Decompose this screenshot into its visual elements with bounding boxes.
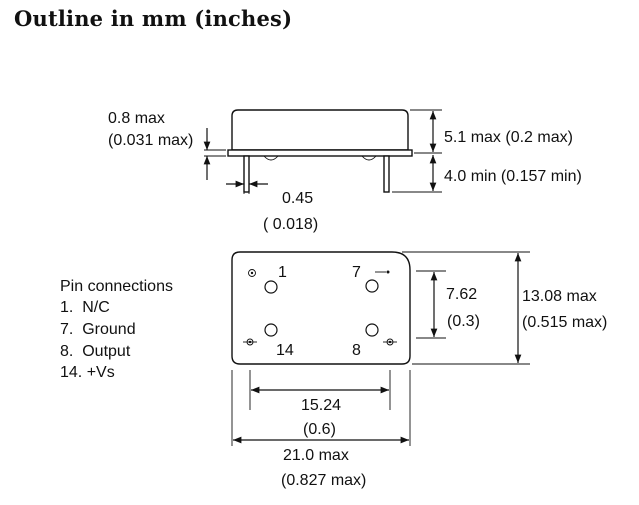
top-view: 1 7 14 8 7.62 (0.3) 13.08 max (0.515 max… bbox=[231, 251, 607, 489]
dim-pin-width-mm: 0.45 bbox=[282, 190, 313, 207]
dim-width-in: (0.827 max) bbox=[281, 472, 366, 489]
dim-base-height-mm: 0.8 max bbox=[108, 110, 165, 127]
top-view-body bbox=[231, 251, 411, 365]
dim-pitch-h-mm: 15.24 bbox=[301, 397, 341, 414]
pin-label-1: 1 bbox=[278, 264, 287, 281]
pin-hole bbox=[365, 279, 379, 293]
dim-height-in: (0.515 max) bbox=[522, 314, 607, 331]
dim-height-mm: 13.08 max bbox=[522, 288, 597, 305]
diagram-title: Outline in mm (inches) bbox=[14, 6, 293, 31]
dim-pitch-v-mm: 7.62 bbox=[446, 286, 477, 303]
pin-connection-item: 8. Output bbox=[60, 343, 131, 360]
side-view: 0.8 max (0.031 max) 0.45 ( 0.018) 5.1 ma… bbox=[108, 109, 582, 233]
pin-hole bbox=[264, 280, 278, 294]
pin-connection-item: 1. N/C bbox=[60, 299, 110, 316]
pin-label-8: 8 bbox=[352, 342, 361, 359]
side-view-pin-right bbox=[383, 155, 390, 193]
dim-body-height: 5.1 max (0.2 max) bbox=[444, 129, 573, 146]
side-view-standoff bbox=[263, 155, 279, 161]
side-view-base bbox=[227, 149, 413, 157]
dim-width-mm: 21.0 max bbox=[283, 447, 349, 464]
pin-hole bbox=[365, 323, 379, 337]
pin-hole bbox=[264, 323, 278, 337]
dim-base-height-in: (0.031 max) bbox=[108, 132, 193, 149]
side-view-standoff bbox=[361, 155, 377, 161]
pin-connections-heading: Pin connections bbox=[60, 278, 173, 295]
pin-label-14: 14 bbox=[276, 342, 294, 359]
pin-label-7: 7 bbox=[352, 264, 361, 281]
side-view-body bbox=[231, 109, 409, 151]
dim-pitch-h-in: (0.6) bbox=[303, 421, 336, 438]
pin-connections: Pin connections 1. N/C 7. Ground 8. Outp… bbox=[60, 278, 173, 381]
dim-pitch-v-in: (0.3) bbox=[447, 313, 480, 330]
pin-connection-item: 7. Ground bbox=[60, 321, 136, 338]
dim-pin-length: 4.0 min (0.157 min) bbox=[444, 168, 582, 185]
pin-connection-item: 14. +Vs bbox=[60, 364, 115, 381]
pin-1-marker bbox=[248, 269, 256, 277]
side-view-pin-left bbox=[243, 155, 250, 193]
dim-pin-width-in: ( 0.018) bbox=[263, 216, 318, 233]
